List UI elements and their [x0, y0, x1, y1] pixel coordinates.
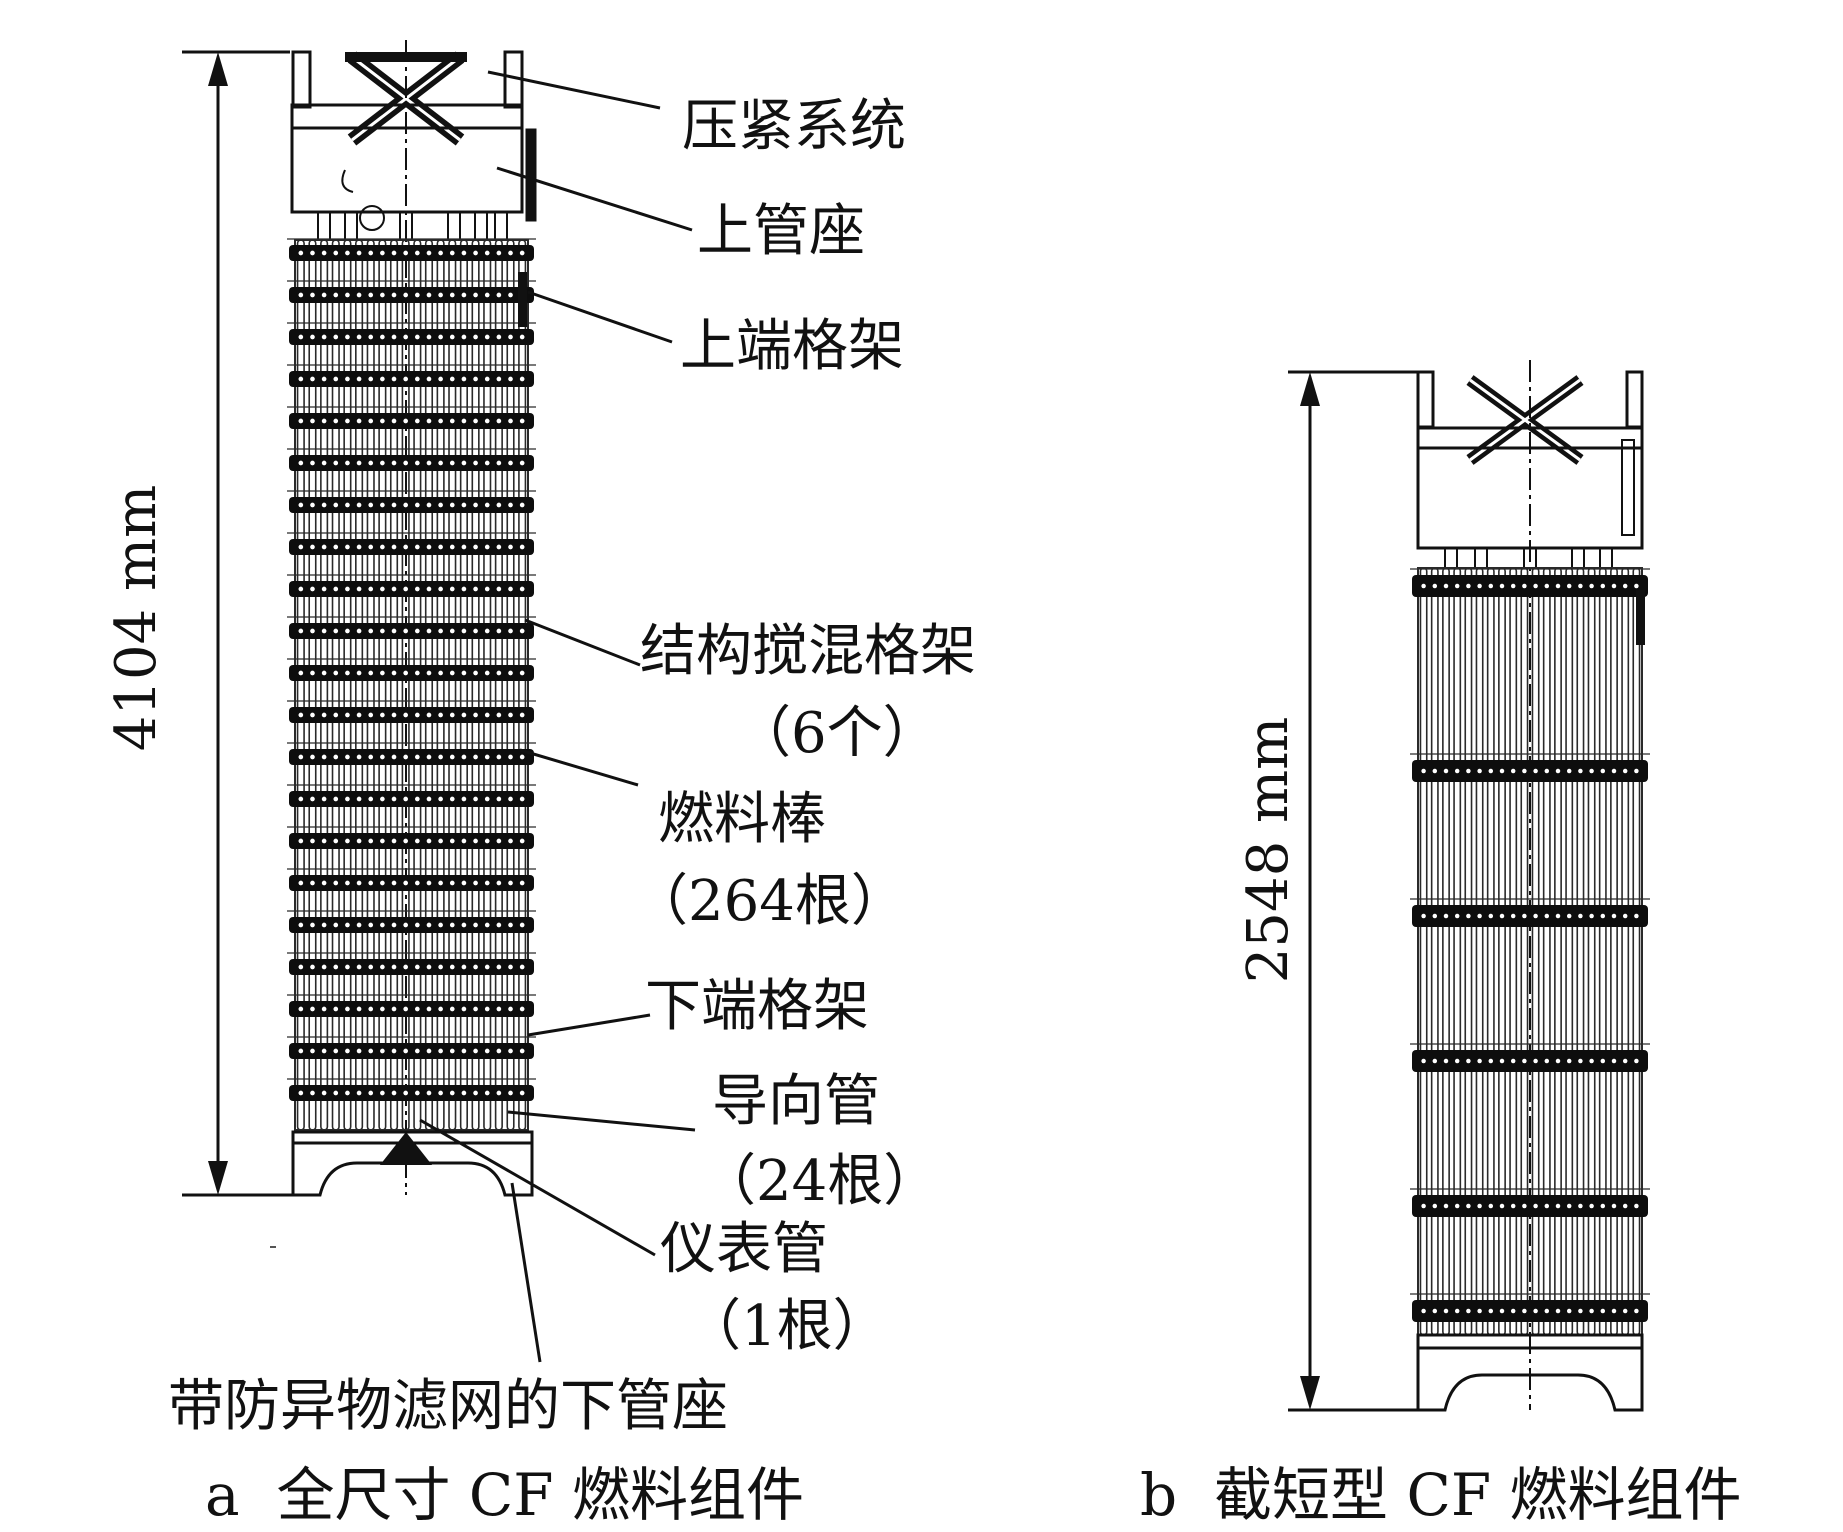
label-guide-tube-count: （24根）	[700, 1149, 939, 1214]
caption-b: b 截短型 CF 燃料组件	[1140, 1461, 1742, 1529]
label-mixing-grid-count: （6个）	[735, 701, 939, 766]
label-hold-down-system: 压紧系统	[682, 94, 906, 159]
bottom-nozzle-b	[1416, 1333, 1644, 1412]
shortened-assembly: 2548 mm b 截短型 CF 燃料组件	[1140, 360, 1742, 1529]
top-nozzle	[290, 103, 537, 241]
label-fuel-rod: 燃料棒	[658, 787, 826, 852]
top-nozzle-b	[1416, 426, 1644, 569]
label-bottom-nozzle: 带防异物滤网的下管座	[168, 1374, 728, 1439]
leader-lines	[419, 70, 696, 1363]
rod-bundle-a	[287, 238, 536, 1131]
label-guide-tube: 导向管	[712, 1069, 880, 1134]
label-fuel-rod-count: （264根）	[632, 869, 907, 934]
label-bottom-grid: 下端格架	[645, 974, 869, 1039]
caption-a: a 全尺寸 CF 燃料组件	[205, 1461, 804, 1529]
dimension-b-label: 2548 mm	[1236, 717, 1301, 984]
full-size-assembly: 4104 mm	[104, 40, 976, 1529]
label-top-grid: 上端格架	[680, 314, 904, 379]
bottom-nozzle-a	[291, 1130, 534, 1197]
dimension-line-b	[1288, 370, 1425, 1412]
label-instrument-tube: 仪表管	[660, 1217, 828, 1282]
labels-a: 压紧系统 上管座 上端格架 结构搅混格架 （6个） 燃料棒 （264根） 下端格…	[168, 94, 976, 1439]
label-instrument-tube-count: （1根）	[685, 1294, 889, 1359]
hold-down-system-b	[1416, 360, 1644, 1410]
dimension-a-label: 4104 mm	[104, 485, 169, 752]
label-mixing-grid: 结构搅混格架	[640, 619, 976, 684]
label-top-nozzle: 上管座	[697, 199, 865, 264]
dimension-line-a	[182, 50, 300, 1197]
